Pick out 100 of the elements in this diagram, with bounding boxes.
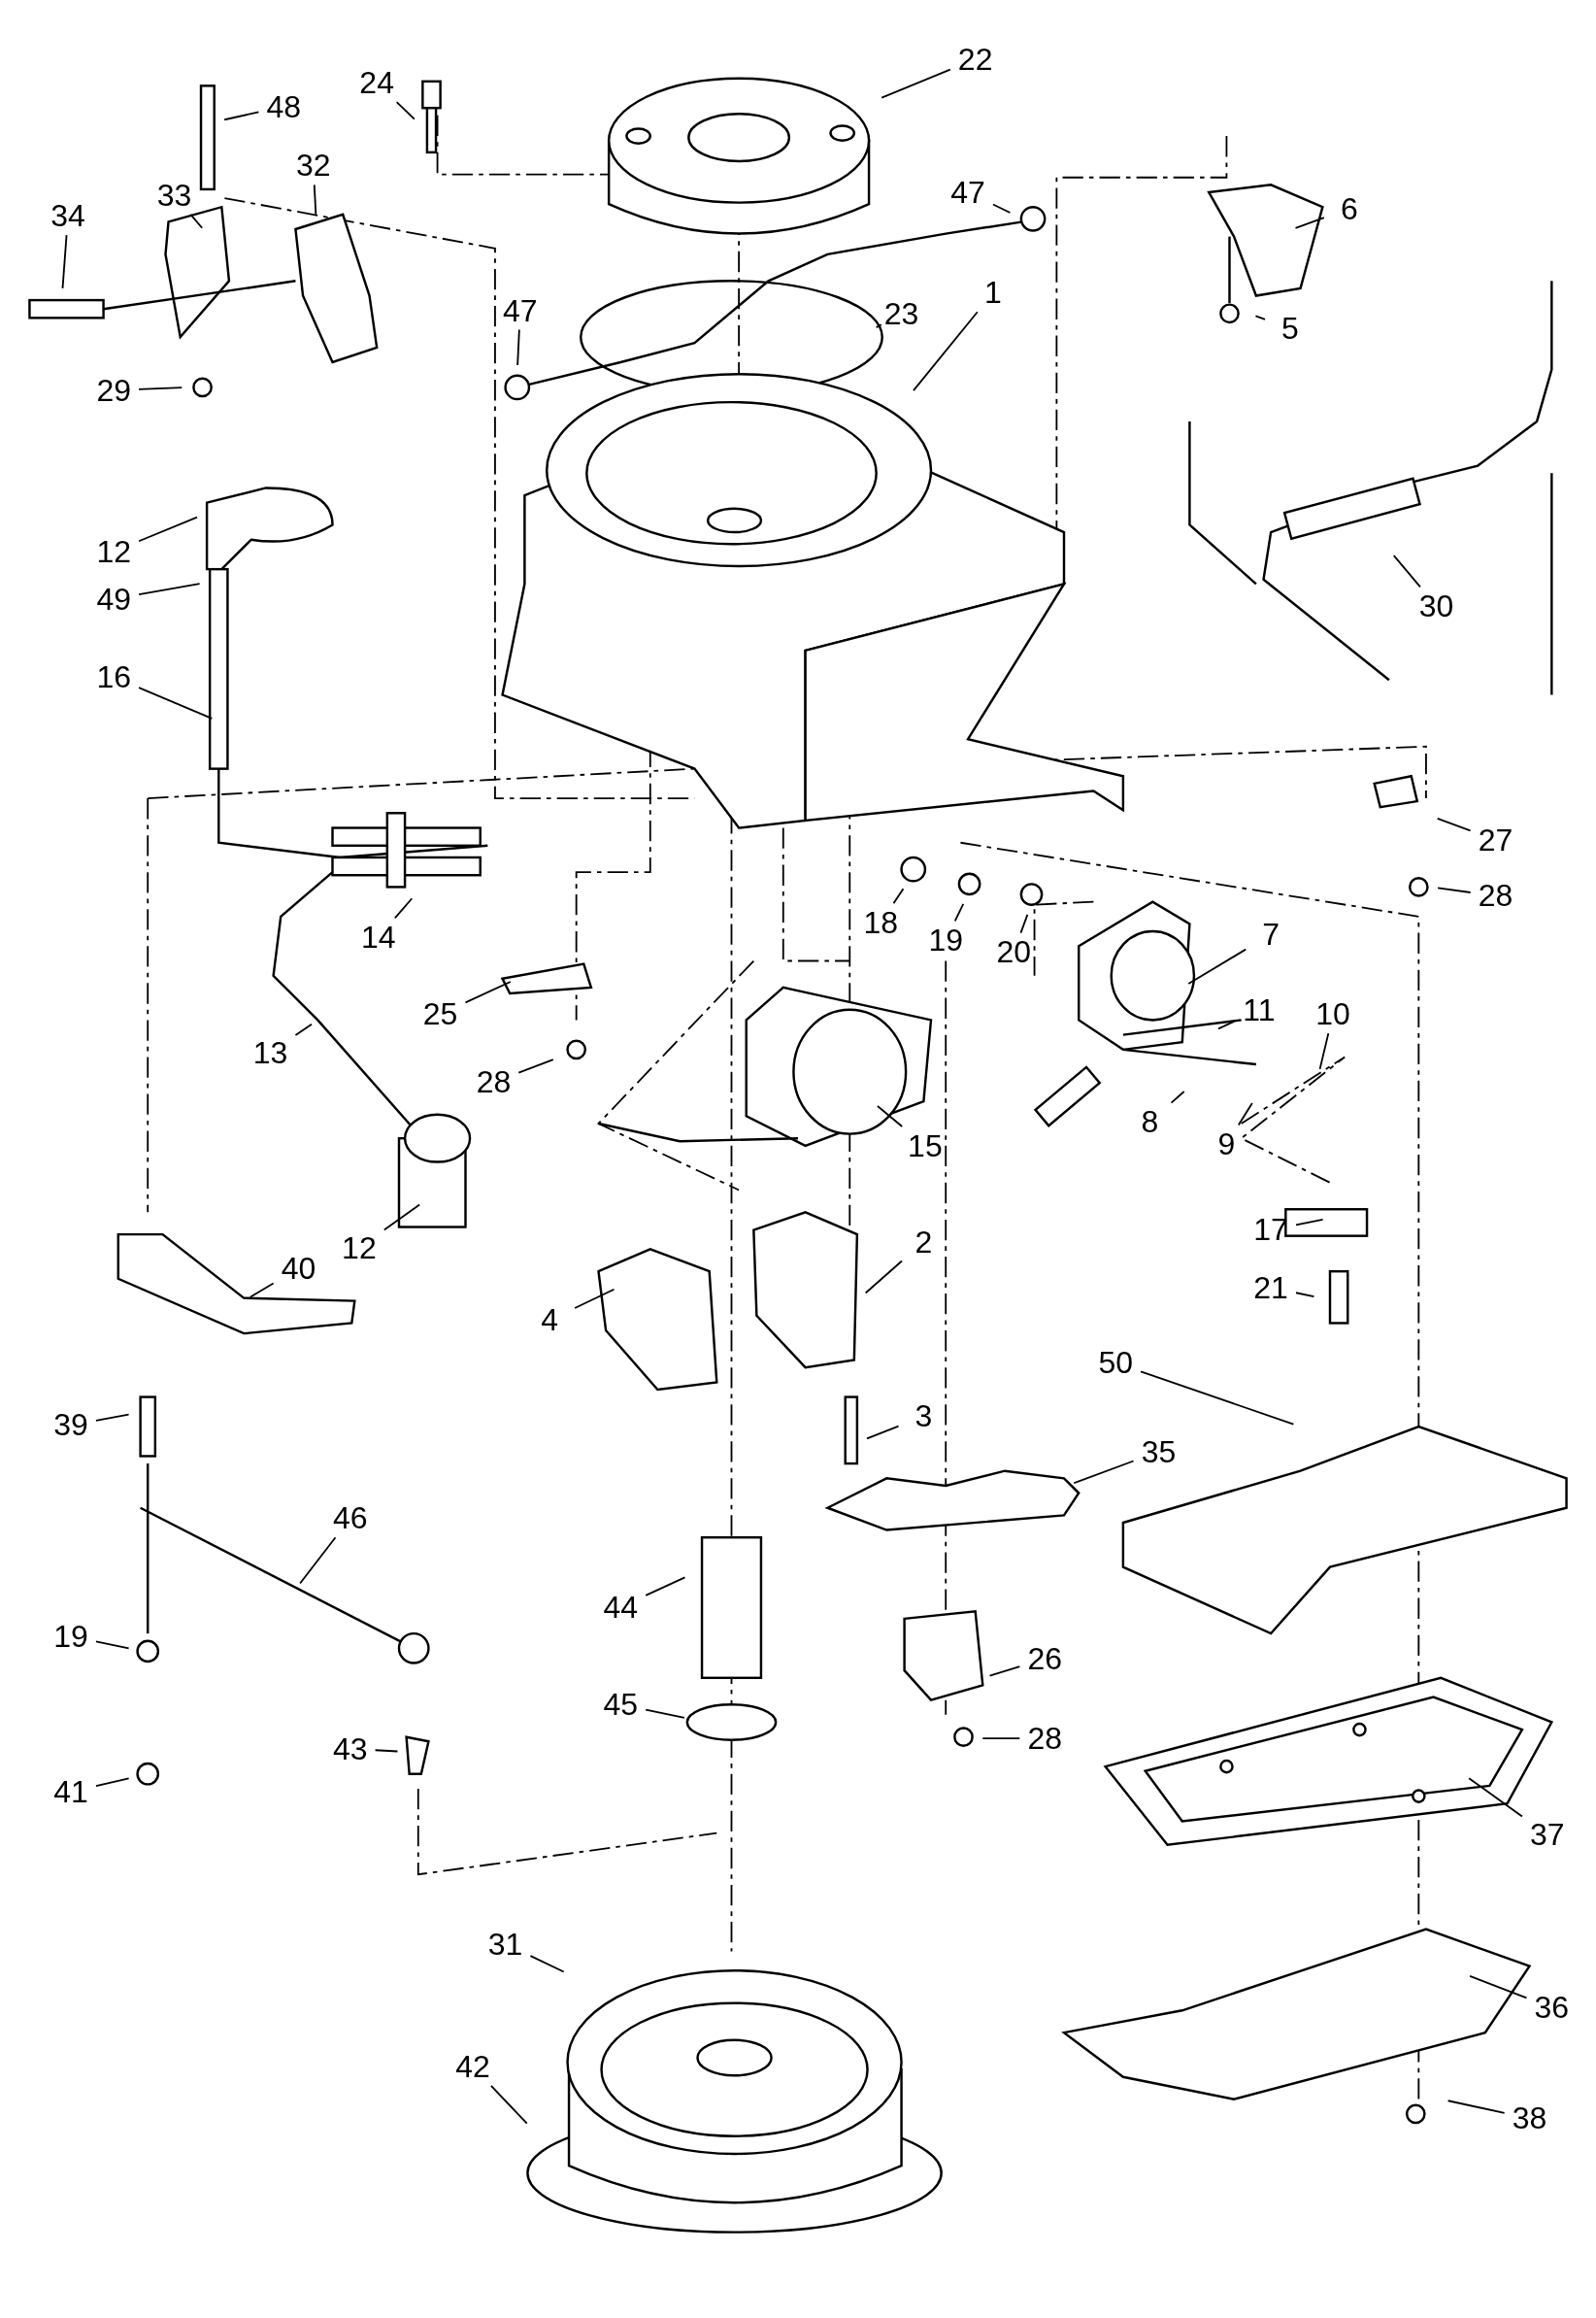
leader-line [382, 1203, 421, 1231]
callout-number: 19 [928, 924, 963, 957]
callout-number: 33 [156, 179, 192, 211]
callout-number: 44 [603, 1591, 639, 1623]
callout-number: 22 [957, 43, 993, 75]
leader-line [1295, 1218, 1324, 1226]
leader-line [490, 2085, 528, 2125]
leader-line [1187, 948, 1247, 985]
leader-line [988, 1665, 1021, 1677]
leader-line [294, 1023, 313, 1037]
leader-line [249, 1282, 275, 1298]
leader-line [1294, 217, 1325, 229]
leader-line [1019, 913, 1029, 934]
leader-line [395, 101, 416, 120]
callout-number: 39 [53, 1409, 88, 1441]
leader-line [953, 903, 965, 923]
leader-line [464, 981, 512, 1004]
leader-line [517, 1058, 554, 1074]
leader-line [877, 1105, 904, 1127]
callout-number: 24 [359, 67, 394, 99]
callout-number: 28 [1478, 880, 1513, 912]
callout-number: 1 [984, 277, 1002, 309]
leader-line [645, 1576, 686, 1596]
leader-line [866, 1425, 900, 1440]
leader-line [299, 1536, 337, 1585]
leader-line [313, 184, 317, 216]
leader-line [374, 1749, 399, 1753]
callout-number: 26 [1027, 1642, 1062, 1674]
leader-line [1295, 1292, 1315, 1297]
callout-number: 16 [96, 661, 131, 693]
callout-number: 37 [1529, 1819, 1565, 1851]
callout-number: 41 [53, 1775, 88, 1807]
leader-line [61, 234, 68, 289]
callout-number: 18 [863, 906, 899, 938]
callout-number: 40 [281, 1253, 316, 1285]
callout-number: 7 [1262, 919, 1280, 951]
leader-line [1437, 887, 1472, 893]
callout-number: 6 [1340, 192, 1358, 224]
leader-line [1469, 1975, 1528, 1999]
leader-line [1140, 1370, 1295, 1426]
leader-line [981, 1737, 1021, 1740]
callout-number: 11 [1243, 993, 1276, 1025]
leader-line [393, 897, 414, 920]
callout-number: 14 [360, 922, 396, 954]
callout-number: 20 [996, 936, 1032, 968]
callout-number: 21 [1253, 1271, 1288, 1303]
callout-number: 12 [342, 1231, 377, 1263]
callout-number: 17 [1253, 1214, 1288, 1246]
leader-line [1170, 1091, 1185, 1104]
leader-line [875, 323, 882, 329]
leader-line [1392, 554, 1421, 588]
callout-number: 50 [1098, 1347, 1134, 1379]
leader-line [1254, 315, 1266, 320]
callout-number: 10 [1315, 998, 1350, 1030]
callout-number: 4 [541, 1304, 559, 1336]
callout-number: 23 [883, 297, 919, 329]
callout-number: 38 [1512, 2102, 1547, 2134]
leader-line [529, 1955, 565, 1973]
leader-line [189, 213, 204, 229]
leader-line [1237, 1102, 1253, 1126]
leader-line [95, 1640, 130, 1650]
leader-line [223, 111, 260, 121]
callout-number: 36 [1534, 1992, 1570, 2024]
callout-number: 34 [50, 200, 85, 232]
leader-line [1436, 818, 1472, 832]
leader-line [138, 687, 214, 720]
leader-line [1446, 2100, 1506, 2114]
leader-line [1073, 1460, 1135, 1485]
callout-number: 42 [455, 2051, 490, 2083]
callout-number: 47 [950, 176, 985, 208]
callout-number: 15 [908, 1129, 943, 1161]
leader-line [645, 1708, 685, 1719]
callout-number: 46 [332, 1502, 368, 1534]
callout-number: 32 [295, 150, 331, 182]
callout-number: 19 [53, 1621, 88, 1653]
leader-line [992, 203, 1012, 214]
callout-number: 35 [1141, 1435, 1177, 1467]
callout-number: 48 [266, 90, 302, 122]
callout-number: 30 [1418, 590, 1454, 622]
callout-number: 45 [603, 1689, 639, 1721]
callout-number: 3 [914, 1400, 933, 1432]
callout-number: 47 [503, 294, 538, 326]
callout-number: 43 [332, 1732, 368, 1764]
callout-number: 28 [1027, 1723, 1062, 1755]
leader-line [1318, 1032, 1330, 1070]
leader-line [138, 516, 198, 543]
callout-number: 12 [96, 535, 131, 567]
leader-line [138, 386, 183, 390]
callout-number: 27 [1478, 823, 1513, 856]
callout-number: 29 [96, 374, 131, 406]
callout-number: 25 [422, 998, 458, 1030]
leader-line [95, 1413, 130, 1422]
leader-line [864, 1260, 903, 1294]
leader-line [574, 1288, 615, 1309]
leader-line [913, 311, 979, 392]
leader-line [892, 888, 905, 905]
leader-line [516, 328, 520, 366]
callout-number: 9 [1217, 1128, 1236, 1160]
callout-number: 2 [914, 1226, 933, 1258]
callout-number: 5 [1281, 312, 1299, 344]
